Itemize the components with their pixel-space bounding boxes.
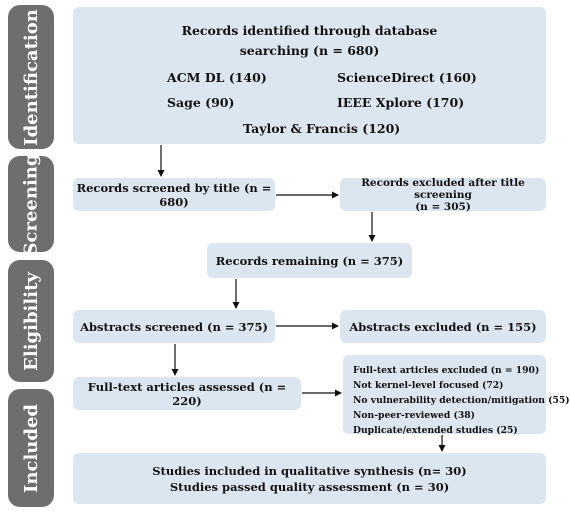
identification-title-line2: searching (n = 680) [239, 43, 380, 58]
abstracts-screened-text: Abstracts screened (n = 375) [80, 319, 268, 334]
fulltext-excluded-reason: Not kernel-level focused (72) [353, 380, 504, 391]
prisma-flow-diagram: Identification Screening Eligibility Inc… [8, 5, 570, 507]
identification-title-line1: Records identified through database [181, 23, 438, 38]
records-remaining-text: Records remaining (n = 375) [215, 253, 404, 268]
database-acm-dl: ACM DL (140) [167, 70, 267, 85]
records-excluded-title-line2: (n = 305) [415, 200, 471, 213]
phase-identification: Identification [8, 5, 54, 149]
fulltext-excluded-title: Full-text articles excluded (n = 190) [353, 365, 540, 376]
database-sage: Sage (90) [167, 95, 235, 110]
included-studies-line2: Studies passed quality assessment (n = 3… [169, 479, 450, 494]
fulltext-excluded-box: Full-text articles excluded (n = 190) No… [343, 355, 570, 436]
records-excluded-title-line1: Records excluded after title screening [361, 176, 525, 201]
fulltext-assessed-box: Full-text articles assessed (n = 220) [73, 377, 301, 410]
phase-included: Included [8, 389, 54, 507]
records-screened-text: Records screened by title (n = 680) [76, 180, 272, 209]
included-studies-box: Studies included in qualitative synthesi… [73, 453, 546, 504]
database-sciencedirect: ScienceDirect (160) [337, 70, 477, 85]
database-taylor-francis: Taylor & Francis (120) [243, 121, 401, 136]
records-excluded-title-box: Records excluded after title screening (… [340, 176, 546, 213]
flow-arrows [157, 145, 446, 452]
phase-screening: Screening [8, 153, 54, 255]
abstracts-excluded-text: Abstracts excluded (n = 155) [349, 319, 537, 334]
identification-box: Records identified through database sear… [73, 7, 546, 144]
fulltext-excluded-reason: No vulnerability detection/mitigation (5… [353, 395, 570, 406]
fulltext-excluded-reason: Duplicate/extended studies (25) [353, 425, 518, 436]
abstracts-excluded-box: Abstracts excluded (n = 155) [340, 310, 546, 343]
abstracts-screened-box: Abstracts screened (n = 375) [73, 310, 275, 343]
records-remaining-box: Records remaining (n = 375) [207, 243, 412, 278]
fulltext-excluded-reason: Non-peer-reviewed (38) [353, 410, 476, 421]
database-ieee-xplore: IEEE Xplore (170) [337, 95, 465, 110]
fulltext-assessed-text: Full-text articles assessed (n = 220) [87, 379, 287, 408]
phase-eligibility: Eligibility [8, 260, 54, 382]
records-screened-box: Records screened by title (n = 680) [73, 178, 275, 211]
included-studies-line1: Studies included in qualitative synthesi… [152, 463, 467, 478]
